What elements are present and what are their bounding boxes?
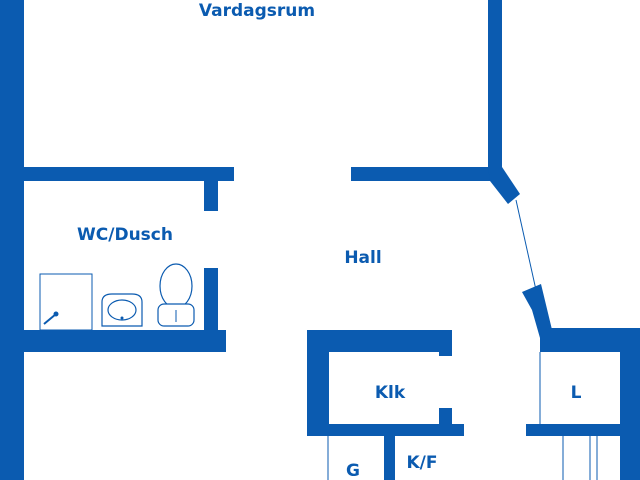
wall-right-edge [620, 340, 640, 480]
wall-diagonal-lower [522, 284, 554, 338]
wall-klk-right-stub [439, 330, 452, 356]
room-label-g: G [346, 461, 360, 480]
room-label-hall: Hall [344, 248, 381, 268]
door-line-diagonal [515, 199, 537, 291]
room-label-wc-dusch: WC/Dusch [77, 225, 173, 245]
wall-l-bottom [526, 424, 640, 436]
wall-horizontal-right [351, 167, 502, 181]
wall-wc-right-bottom [204, 268, 218, 340]
wall-wc-right-top [204, 181, 218, 211]
shower-icon [39, 273, 93, 331]
sink-icon [101, 293, 143, 327]
wall-klk-top [307, 330, 452, 352]
room-labels: Vardagsrum WC/Dusch Hall Klk L G K/F [77, 1, 582, 480]
room-label-kf: K/F [407, 453, 438, 473]
bathroom-fixtures [39, 263, 195, 331]
room-label-vardagsrum: Vardagsrum [199, 1, 315, 21]
wall-left-lower [0, 340, 24, 480]
wall-horizontal-left [0, 167, 234, 181]
toilet-icon [157, 263, 195, 327]
thin-lines [327, 199, 598, 480]
wall-diagonal-upper [488, 167, 520, 204]
room-label-klk: Klk [375, 383, 406, 403]
wall-vardagsrum-right [488, 0, 502, 180]
wall-klk-left [307, 330, 329, 424]
wall-wc-bottom [0, 330, 226, 352]
wall-g-kf-divider [384, 424, 395, 480]
room-label-l: L [571, 383, 582, 403]
